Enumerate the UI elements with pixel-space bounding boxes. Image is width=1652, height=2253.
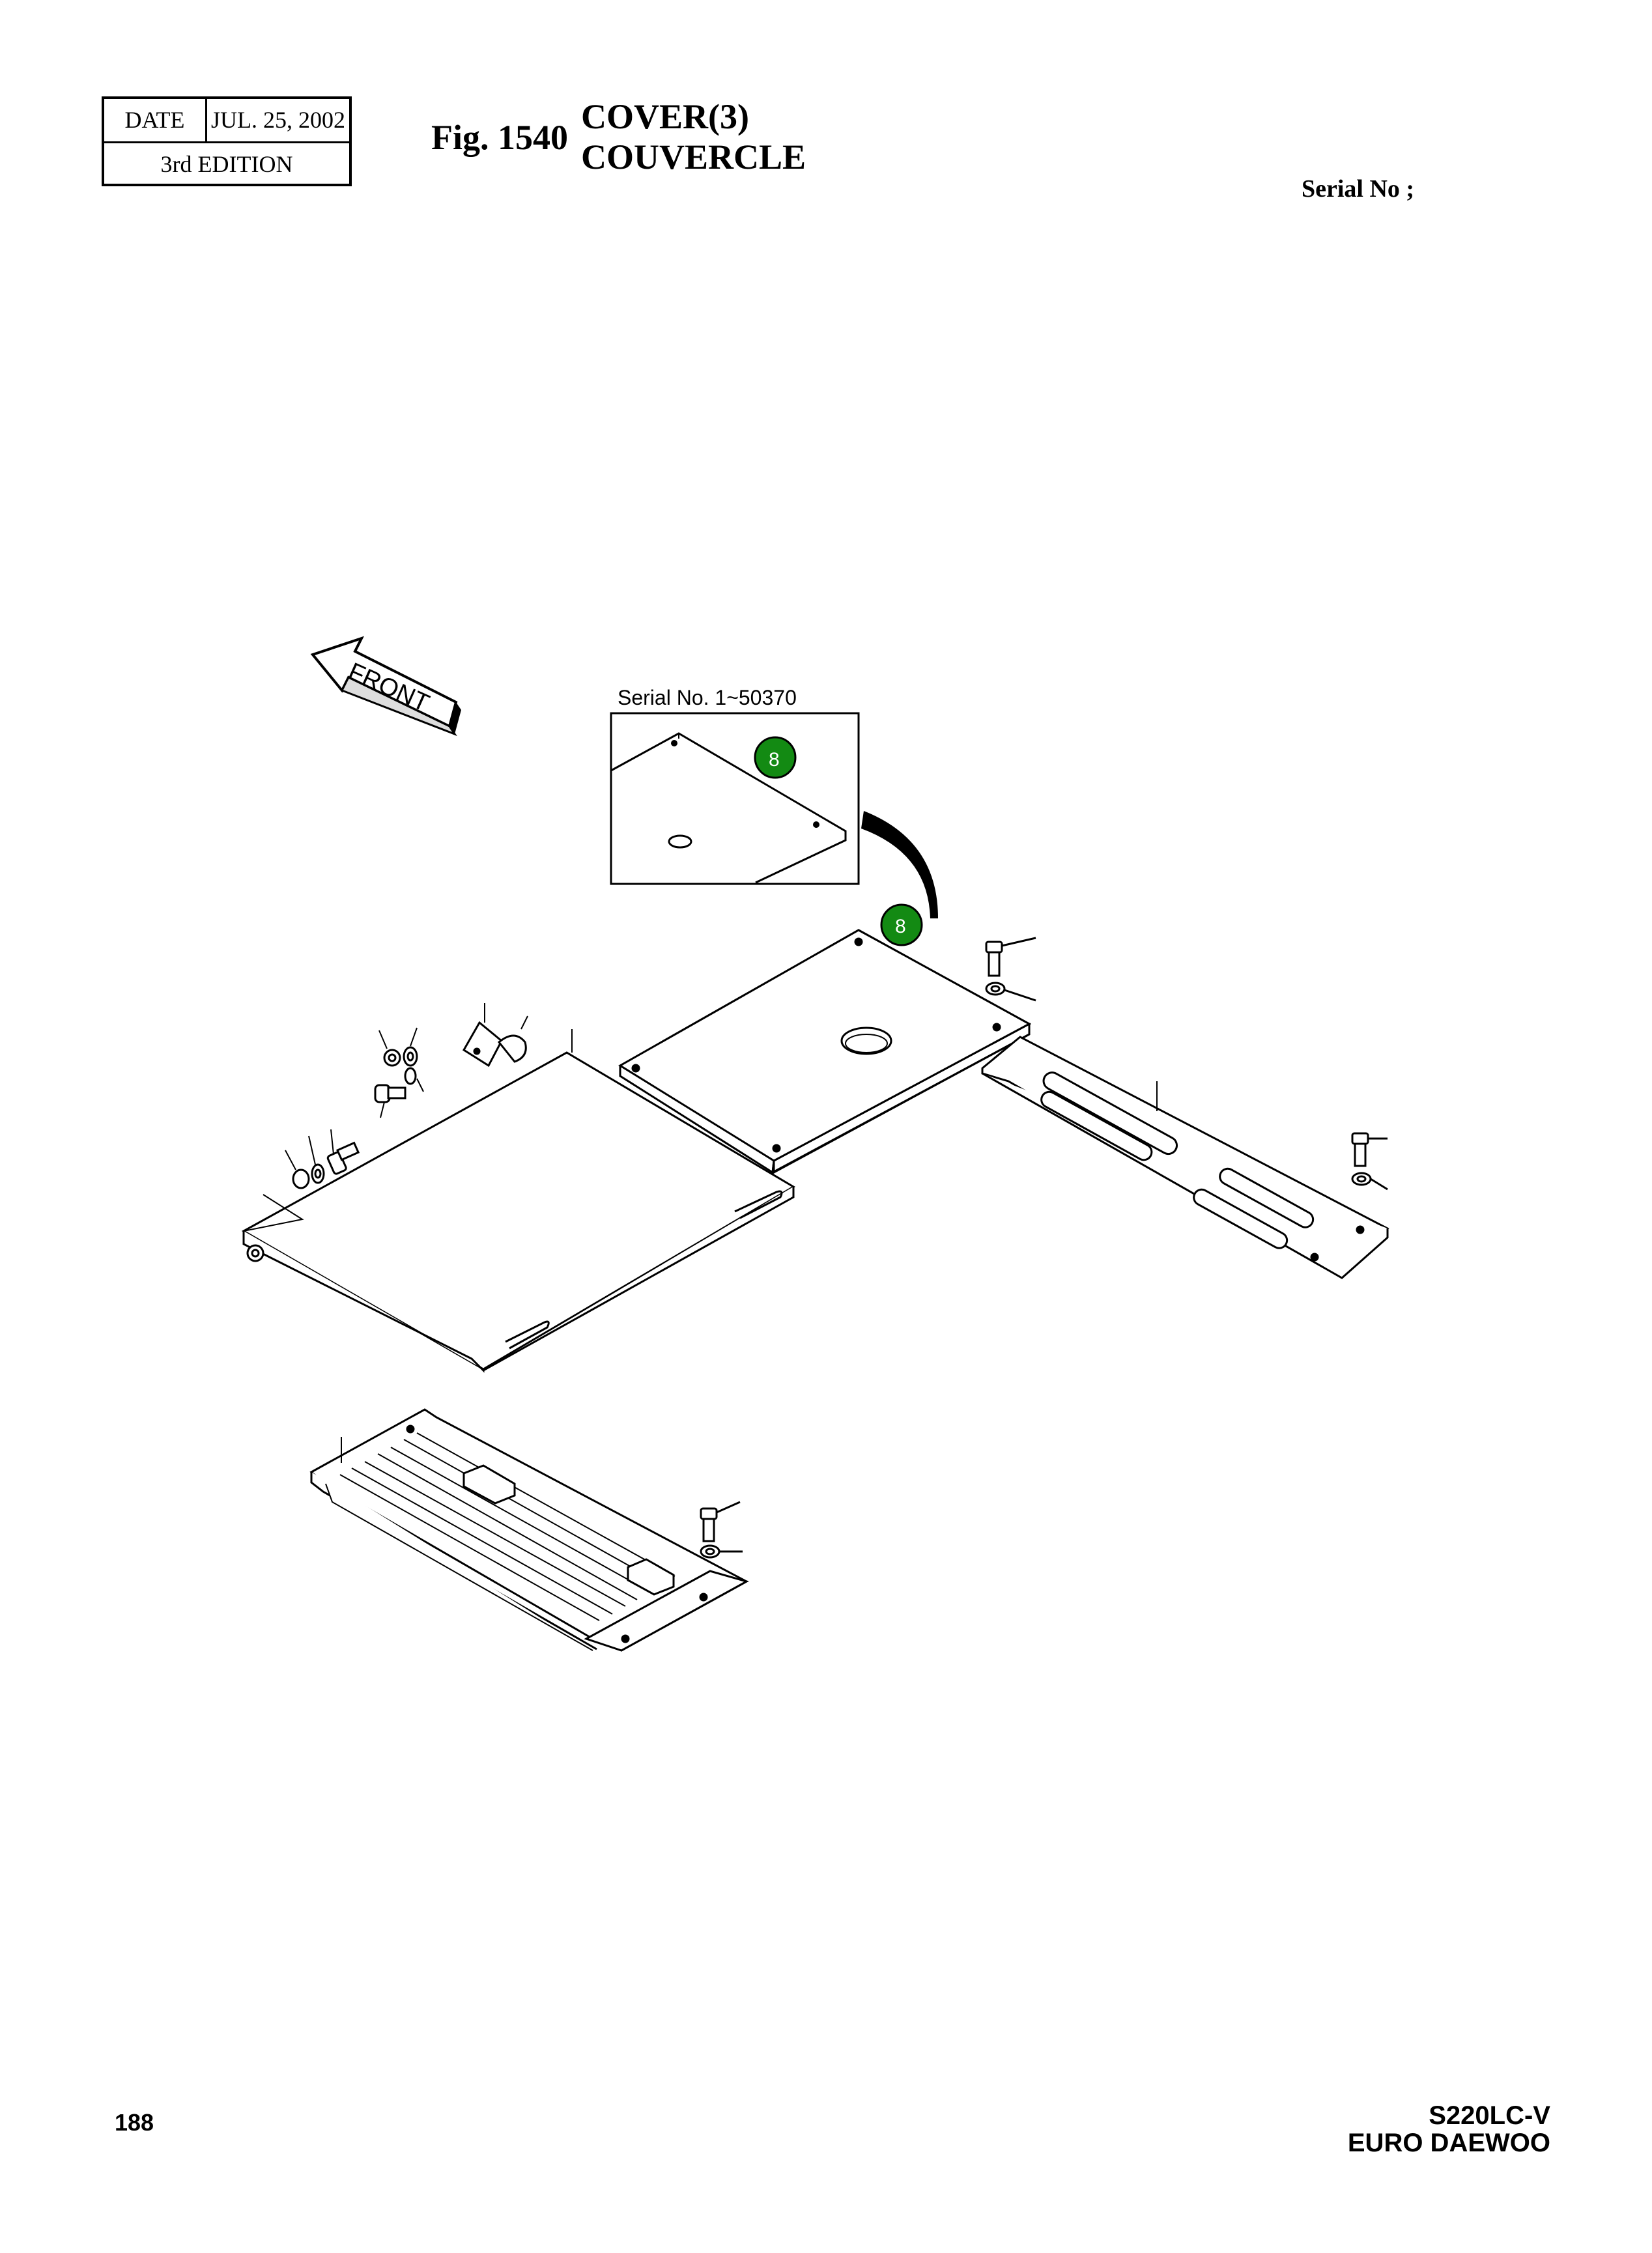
front-arrow: FRONT — [310, 636, 461, 737]
right-side-cover — [981, 1036, 1389, 1279]
model-name: S220LC-V — [1429, 2101, 1550, 2130]
date-label: DATE — [104, 99, 207, 141]
main-callout-8 — [880, 903, 923, 946]
inset-callout-8 — [754, 736, 797, 779]
hardware-left-lower — [285, 1129, 360, 1189]
manufacturer-name: EURO DAEWOO — [1347, 2129, 1550, 2157]
inset-pointer — [861, 811, 938, 918]
bolt-right — [1351, 1132, 1388, 1191]
inset-serial-label: Serial No. 1~50370 — [618, 686, 797, 709]
figure-number: Fig. 1540 — [431, 118, 568, 157]
page-number: 188 — [115, 2109, 154, 2136]
inset-callout-8-label: 8 — [769, 749, 780, 771]
lower-grille-cover — [309, 1408, 749, 1652]
date-box: DATE JUL. 25, 2002 3rd EDITION — [102, 96, 352, 186]
serial-number-label: Serial No ; — [1302, 175, 1415, 203]
main-callout-8-label: 8 — [895, 916, 906, 937]
left-cover-plate — [241, 1029, 795, 1373]
center-cover-plate — [618, 929, 1032, 1174]
title-english: COVER(3) — [581, 97, 749, 136]
inset-box: Serial No. 1~50370 8 — [610, 686, 860, 885]
date-row: DATE JUL. 25, 2002 — [104, 99, 349, 143]
edition-label: 3rd EDITION — [160, 151, 293, 177]
bolt-top-right — [985, 937, 1036, 1002]
date-value: JUL. 25, 2002 — [211, 107, 345, 133]
main-callout: 8 — [880, 903, 923, 946]
bolt-lower — [700, 1501, 743, 1559]
title-french: COUVERCLE — [581, 137, 806, 177]
hardware-left-upper — [374, 1003, 528, 1118]
